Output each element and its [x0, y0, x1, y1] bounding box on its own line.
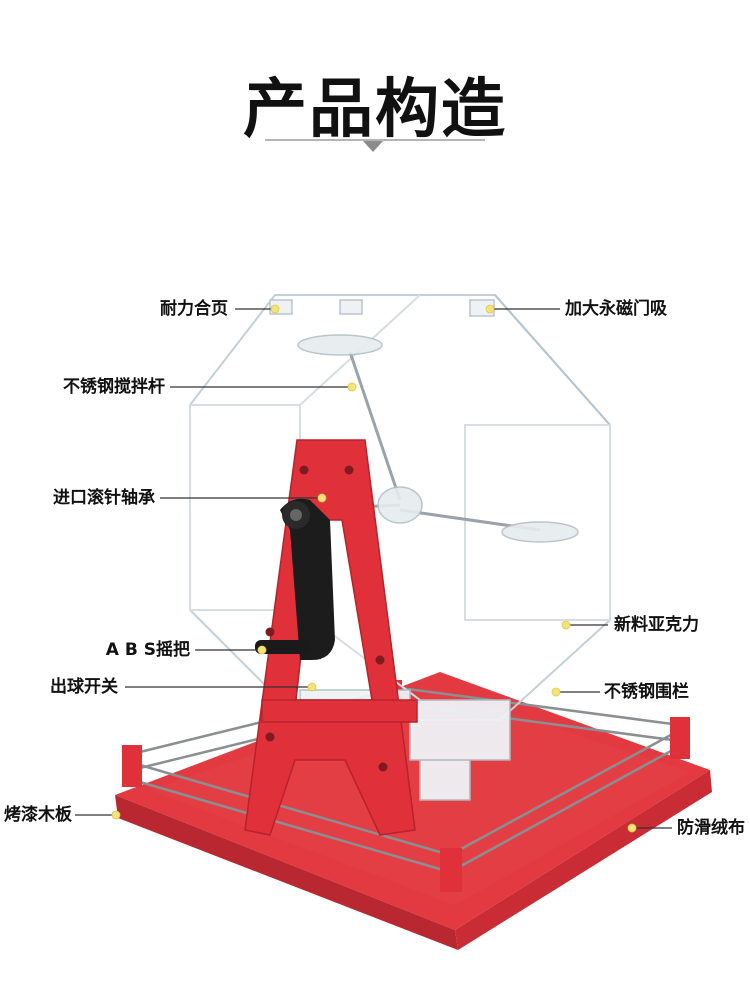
- callout-acrylic: 新料亚克力: [614, 615, 699, 635]
- callout-magnet-latch: 加大永磁门吸: [565, 299, 667, 319]
- callout-bearing: 进口滚针轴承: [53, 488, 155, 508]
- hinge-hardware: [269, 299, 495, 317]
- callout-steel-rail: 不锈钢围栏: [604, 682, 689, 702]
- callout-felt-pad: 防滑绒布: [677, 818, 745, 838]
- page-title: 产品构造: [243, 73, 507, 147]
- frame-screws: [265, 465, 388, 772]
- callout-stir-rod: 不锈钢搅拌杆: [63, 377, 165, 397]
- title-pointer-icon: [363, 141, 383, 152]
- a-frame-stand: [244, 439, 418, 836]
- callout-hinge: 耐力合页: [160, 299, 228, 319]
- crank-handle: [255, 498, 335, 660]
- title-divider: [265, 139, 485, 141]
- callout-ball-switch: 出球开关: [50, 677, 118, 697]
- callout-lines: [75, 308, 672, 829]
- callout-crank: A B S摇把: [105, 640, 190, 660]
- callout-wood-board: 烤漆木板: [4, 805, 72, 825]
- callout-dots: [111, 304, 637, 833]
- stir-paddles: [297, 334, 579, 543]
